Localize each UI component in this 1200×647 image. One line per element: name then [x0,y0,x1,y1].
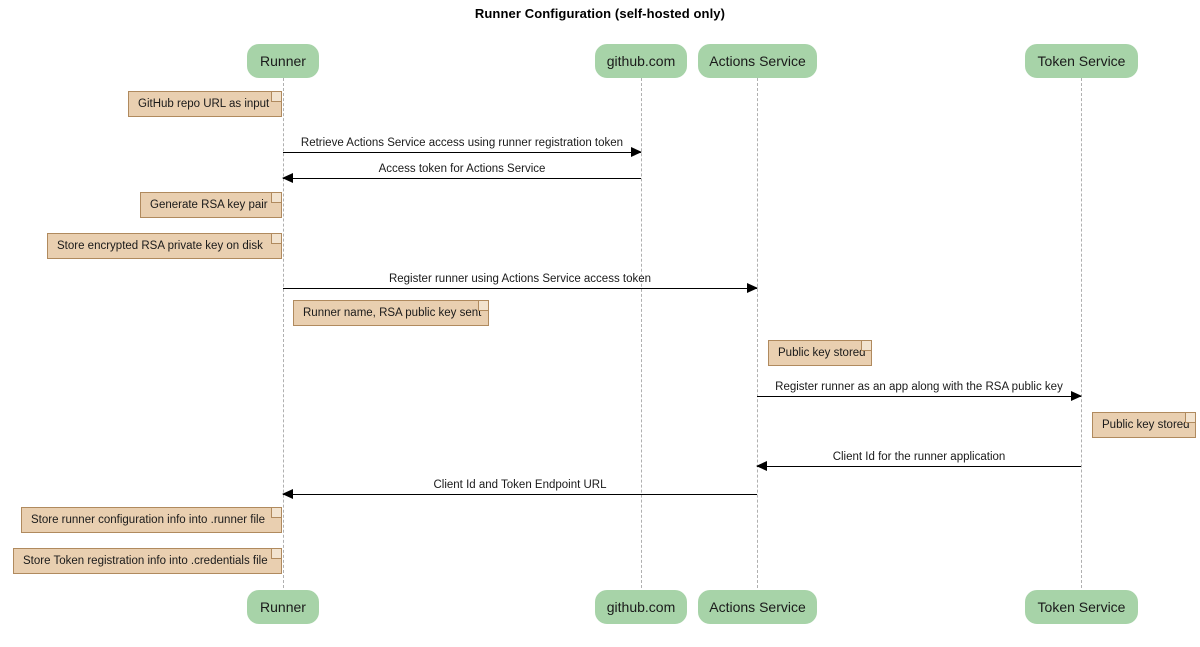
participant-runner-bottom[interactable]: Runner [247,590,319,624]
message-line [757,466,1081,467]
message-line [283,288,757,289]
message-label: Client Id for the runner application [832,451,1006,463]
note-text: Runner name, RSA public key sent [303,307,482,319]
message-label: Register runner as an app along with the… [775,381,1063,393]
participant-token-service-top[interactable]: Token Service [1025,44,1138,78]
note-fold-icon [478,301,488,311]
message-label: Register runner using Actions Service ac… [388,273,652,285]
arrowhead-right-icon [631,147,642,157]
note-public-key-stored-token: Public key stored [1092,412,1196,438]
participant-actions-service-top[interactable]: Actions Service [698,44,817,78]
note-fold-icon [271,549,281,559]
message-line [283,178,641,179]
arrowhead-right-icon [1071,391,1082,401]
message-label: Access token for Actions Service [378,163,546,175]
arrowhead-left-icon [756,461,767,471]
participant-github-com-bottom[interactable]: github.com [595,590,687,624]
note-fold-icon [271,508,281,518]
participant-actions-service-bottom[interactable]: Actions Service [698,590,817,624]
note-fold-icon [1185,413,1195,423]
note-store-runner-configuration: Store runner configuration info into .ru… [21,507,282,533]
message-line [757,396,1081,397]
message-label: Client Id and Token Endpoint URL [433,479,607,491]
note-fold-icon [271,234,281,244]
diagram-title: Runner Configuration (self-hosted only) [474,6,726,21]
note-text: Public key stored [778,347,866,359]
note-fold-icon [271,193,281,203]
note-text: Store encrypted RSA private key on disk [57,240,263,252]
lifeline-runner [283,78,284,588]
note-store-encrypted-rsa-private-key: Store encrypted RSA private key on disk [47,233,282,259]
note-text: Generate RSA key pair [150,199,268,211]
note-text: Public key stored [1102,419,1190,431]
note-store-token-registration: Store Token registration info into .cred… [13,548,282,574]
participant-github-com-top[interactable]: github.com [595,44,687,78]
note-github-repo-url: GitHub repo URL as input [128,91,282,117]
message-label: Retrieve Actions Service access using ru… [300,137,624,149]
participant-runner-top[interactable]: Runner [247,44,319,78]
lifeline-github-com [641,78,642,588]
arrowhead-left-icon [282,489,293,499]
lifeline-actions-service [757,78,758,588]
note-text: Store runner configuration info into .ru… [31,514,265,526]
participant-token-service-bottom[interactable]: Token Service [1025,590,1138,624]
note-text: GitHub repo URL as input [138,98,270,110]
note-runner-name-rsa-public-key-sent: Runner name, RSA public key sent [293,300,489,326]
note-fold-icon [861,341,871,351]
note-fold-icon [271,92,281,102]
note-text: Store Token registration info into .cred… [23,555,268,567]
note-public-key-stored-actions: Public key stored [768,340,872,366]
note-generate-rsa-key-pair: Generate RSA key pair [140,192,282,218]
message-line [283,152,641,153]
arrowhead-left-icon [282,173,293,183]
arrowhead-right-icon [747,283,758,293]
lifeline-token-service [1081,78,1082,588]
message-line [283,494,757,495]
